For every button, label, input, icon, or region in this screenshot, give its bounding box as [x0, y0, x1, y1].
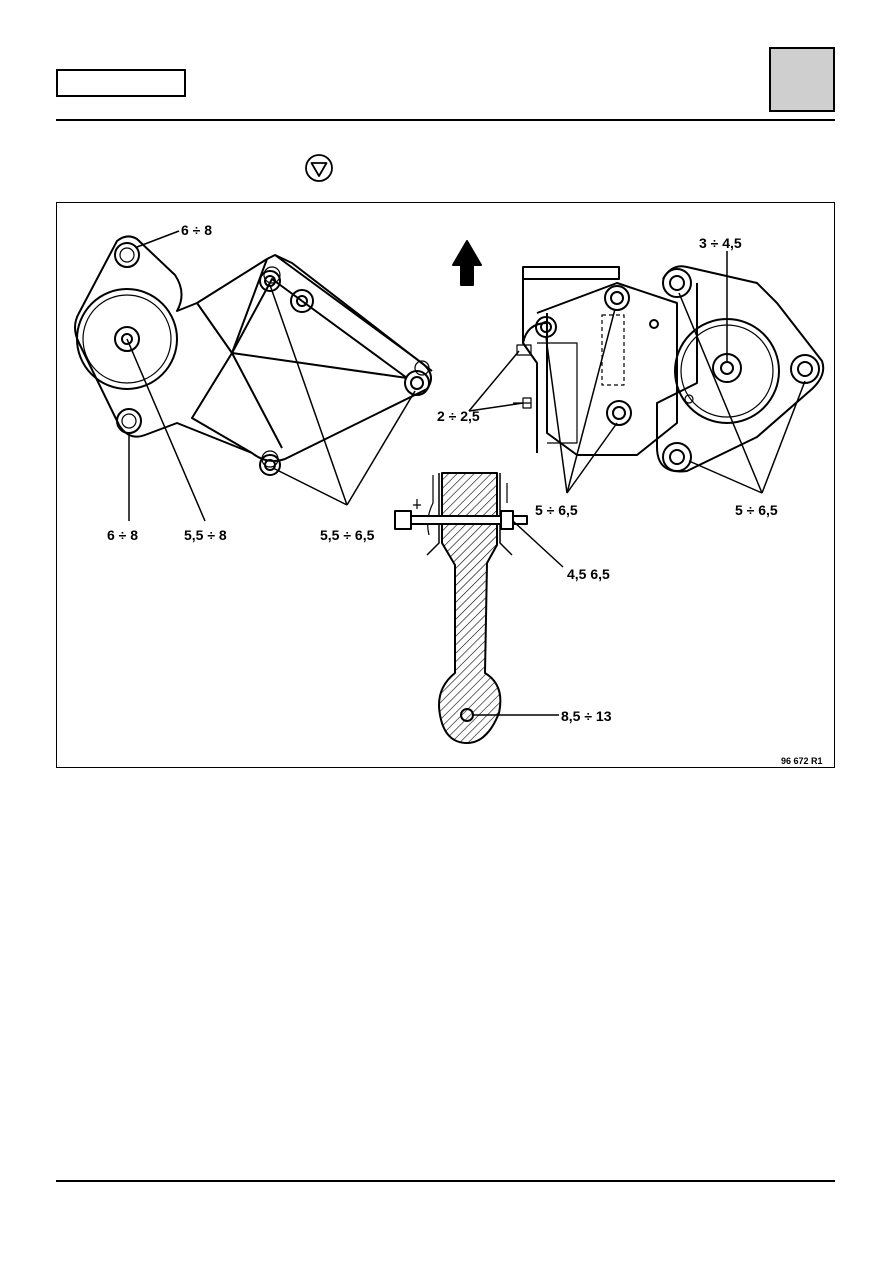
leader-lines-left [126, 230, 416, 522]
figure-drawing [74, 230, 825, 744]
leader-lines-right [468, 251, 806, 494]
torque-tightening-icon [305, 154, 333, 182]
torque-label-5-6-5-right: 5 ÷ 6,5 [735, 502, 778, 518]
torque-label-6-8-top: 6 ÷ 8 [181, 222, 213, 238]
header-box [56, 69, 186, 97]
torque-label-6-8-bottom: 6 ÷ 8 [107, 527, 139, 543]
torque-label-3-4-5: 3 ÷ 4,5 [699, 235, 742, 251]
torque-label-5-5-8: 5,5 ÷ 8 [184, 527, 227, 543]
torque-label-5-6-5-left: 5 ÷ 6,5 [535, 502, 578, 518]
leader-lines-center [473, 520, 564, 716]
figure-reference-number: 96 672 R1 [781, 756, 823, 766]
corner-tab [769, 47, 835, 112]
torque-label-8-5-13: 8,5 ÷ 13 [561, 708, 612, 724]
right-gearbox-mount [513, 265, 825, 473]
bottom-rule [56, 1180, 835, 1182]
up-arrow [452, 240, 482, 286]
top-rule [56, 119, 835, 121]
torque-rod-section [394, 472, 528, 744]
torque-label-4-5-6-5: 4,5 6,5 [567, 566, 610, 582]
left-engine-mount [74, 235, 433, 476]
technical-figure: 6 ÷ 8 6 ÷ 8 5,5 ÷ 8 5,5 ÷ 6,5 2 ÷ 2,5 5 … [56, 202, 835, 768]
torque-label-5-5-6-5: 5,5 ÷ 6,5 [320, 527, 375, 543]
torque-label-2-2-5: 2 ÷ 2,5 [437, 408, 480, 424]
